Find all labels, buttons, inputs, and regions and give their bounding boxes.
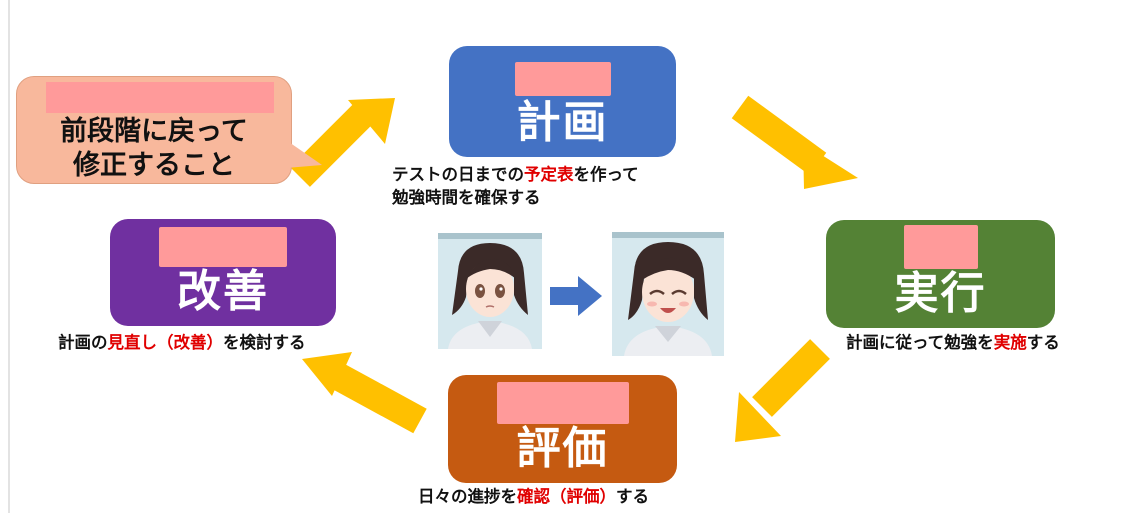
plan-caption-text: を作って (573, 165, 639, 184)
plan-caption-line-2: 勉強時間を確保する (392, 188, 541, 207)
check-caption-highlight: 確認（評価） (517, 487, 616, 506)
arrow-check-to-act (302, 352, 427, 434)
do-title: 実行 (894, 268, 987, 320)
act-caption: 計画の見直し（改善）を検討する (58, 331, 306, 354)
plan-box: 計画 (449, 46, 676, 157)
check-caption: 日々の進捗を確認（評価）する (418, 485, 649, 508)
callout-line-2: 修正すること (73, 150, 235, 181)
do-box: 実行 (826, 220, 1055, 328)
act-title: 改善 (177, 266, 269, 318)
act-box: 改善 (110, 219, 336, 326)
arrow-do-to-check (735, 339, 830, 442)
redacted-area (514, 62, 611, 97)
redacted-area (159, 227, 287, 268)
act-caption-highlight: 見直し（改善） (107, 333, 224, 352)
callout-text: 前段階に戻って 修正すること (60, 115, 248, 183)
callout-bubble: 前段階に戻って 修正すること (16, 76, 292, 184)
redacted-area (903, 225, 978, 270)
act-caption-text: を検討する (223, 333, 306, 352)
arrow-plan-to-do (731, 95, 858, 189)
do-caption-highlight: 実施 (993, 333, 1027, 352)
plan-caption-highlight: 予定表 (524, 165, 574, 184)
do-caption-text: 計画に従って勉強を (846, 333, 994, 352)
redacted-area (496, 382, 629, 425)
worried-girl-avatar (438, 233, 542, 349)
do-caption-text: する (1026, 333, 1060, 352)
check-caption-text: する (616, 487, 649, 506)
left-border-line (8, 0, 10, 513)
plan-caption: テストの日までの予定表を作って 勉強時間を確保する (392, 163, 639, 209)
arrow-act-to-plan (290, 98, 395, 187)
smiling-girl-avatar (612, 232, 724, 356)
redacted-area (46, 82, 274, 113)
plan-title: 計画 (516, 97, 609, 149)
check-box: 評価 (448, 375, 677, 483)
right-arrow-icon (550, 276, 602, 316)
check-caption-text: 日々の進捗を (418, 487, 517, 506)
callout-line-1: 前段階に戻って (60, 116, 248, 147)
act-caption-text: 計画の (58, 333, 108, 352)
check-title: 評価 (516, 423, 609, 475)
plan-caption-text: テストの日までの (392, 165, 524, 184)
do-caption: 計画に従って勉強を実施する (846, 331, 1060, 354)
